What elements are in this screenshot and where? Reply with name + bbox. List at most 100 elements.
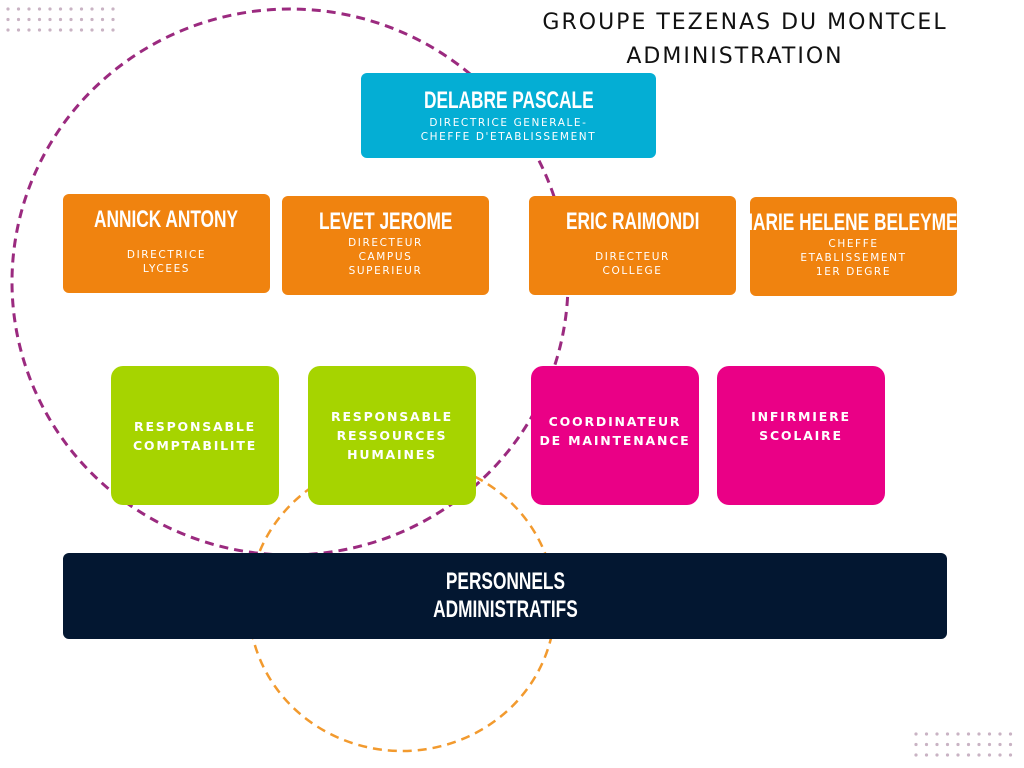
head-role-line: 1ER DEGRE: [815, 266, 892, 278]
head-role-line: CHEFFE: [828, 238, 879, 250]
staff-label-line: PERSONNELS: [445, 568, 565, 595]
decor-dot: [27, 28, 31, 32]
decor-dot: [111, 7, 115, 11]
head-role: CHEFFE ETABLISSEMENT 1ER DEGRE: [800, 237, 906, 279]
decor-dot: [935, 742, 939, 747]
decor-dot: [956, 732, 960, 736]
decor-dot: [48, 7, 52, 11]
decor-dot: [987, 732, 992, 736]
decor-dot: [100, 17, 105, 22]
page-subtitle: ADMINISTRATION: [626, 44, 844, 69]
head-role: DIRECTEUR COLLEGE: [595, 250, 670, 278]
head-name: ANNICK ANTONY: [94, 206, 239, 233]
decor-dot: [966, 732, 971, 736]
decor-dot: [966, 753, 971, 757]
decor-dot: [90, 28, 94, 32]
director-name: DELABRE PASCALE: [423, 87, 594, 114]
head-role-line: DIRECTRICE: [126, 249, 207, 261]
decor-dot: [90, 7, 94, 11]
decor-dot: [37, 28, 42, 32]
service-label-line: SCOLAIRE: [759, 427, 843, 443]
head-box-college: ERIC RAIMONDI DIRECTEUR COLLEGE: [529, 196, 736, 295]
staff-box: PERSONNELS ADMINISTRATIFS: [63, 553, 947, 639]
dot-pattern-bottom-right: [914, 732, 1013, 757]
decor-dot: [69, 17, 73, 22]
service-tile-school-nurse: INFIRMIERE SCOLAIRE: [717, 366, 885, 505]
staff-label-line: ADMINISTRATIFS: [432, 596, 578, 623]
decor-dot: [924, 753, 929, 757]
service-label-line: HUMAINES: [347, 447, 437, 462]
decor-dot: [16, 28, 21, 32]
decor-dot: [935, 732, 939, 736]
director-role-line: CHEFFE D'ETABLISSEMENT: [420, 131, 597, 143]
decor-dot: [100, 7, 105, 11]
service-tile-accounting: RESPONSABLE COMPTABILITE: [111, 366, 279, 505]
decor-dot: [111, 28, 115, 32]
head-role-line: SUPERIEUR: [348, 265, 423, 277]
decor-dot: [58, 17, 63, 22]
decor-dot: [1008, 742, 1013, 747]
service-label-line: RESPONSABLE: [134, 418, 256, 434]
decor-dot: [956, 742, 960, 747]
decor-dot: [977, 753, 981, 757]
decor-dot: [100, 28, 105, 32]
decor-dot: [935, 753, 939, 757]
decor-dot: [987, 753, 992, 757]
decor-dot: [977, 732, 981, 736]
decor-dot: [79, 17, 84, 22]
head-name: ERIC RAIMONDI: [565, 208, 700, 235]
decor-dot: [966, 742, 971, 747]
staff-label: PERSONNELS ADMINISTRATIFS: [433, 568, 578, 624]
decor-dot: [27, 7, 31, 11]
service-label-line: COORDINATEUR: [548, 413, 682, 429]
decor-dot: [924, 732, 929, 736]
decor-dot: [111, 17, 115, 22]
decor-dot: [956, 753, 960, 757]
service-label-line: RESSOURCES: [336, 428, 448, 443]
head-role-line: LYCEES: [142, 263, 191, 275]
decor-dot: [914, 732, 918, 736]
decor-dot: [1008, 753, 1013, 757]
decor-dot: [48, 28, 52, 32]
service-label: COORDINATEUR DE MAINTENANCE: [539, 412, 690, 450]
head-role-line: DIRECTEUR: [348, 237, 423, 249]
decor-dot: [69, 28, 73, 32]
head-name: LEVET JEROME: [318, 208, 453, 235]
head-role-line: COLLEGE: [602, 265, 663, 277]
head-role-line: DIRECTEUR: [595, 251, 670, 263]
decor-dot: [37, 17, 42, 22]
decor-dot: [69, 7, 73, 11]
decor-dot: [79, 28, 84, 32]
decor-dot: [945, 753, 950, 757]
decor-dot: [79, 7, 84, 11]
decor-dot: [914, 742, 918, 747]
decor-dot: [58, 28, 63, 32]
decor-dot: [987, 742, 992, 747]
head-role: DIRECTRICE LYCEES: [127, 248, 206, 276]
dot-pattern-top-left: [6, 7, 115, 32]
decor-dot: [924, 742, 929, 747]
decor-dot: [16, 7, 21, 11]
director-role: DIRECTRICE GENERALE- CHEFFE D'ETABLISSEM…: [421, 116, 597, 144]
decor-dot: [945, 732, 950, 736]
head-role-line: ETABLISSEMENT: [800, 252, 907, 264]
service-label: RESPONSABLE COMPTABILITE: [133, 417, 257, 455]
decor-dot: [945, 742, 950, 747]
decor-dot: [6, 28, 10, 32]
decor-dot: [58, 7, 63, 11]
decor-dot: [914, 753, 918, 757]
decor-dot: [27, 17, 31, 22]
head-box-first-degree: MARIE HELENE BELEYMET CHEFFE ETABLISSEME…: [739, 197, 968, 296]
page-title: GROUPE TEZENAS DU MONTCEL: [542, 10, 948, 35]
head-role: DIRECTEUR CAMPUS SUPERIEUR: [348, 236, 423, 278]
service-tile-maintenance: COORDINATEUR DE MAINTENANCE: [531, 366, 699, 505]
service-label-line: DE MAINTENANCE: [539, 432, 691, 448]
service-label: RESPONSABLE RESSOURCES HUMAINES: [331, 407, 453, 464]
head-name: MARIE HELENE BELEYMET: [738, 209, 969, 236]
service-label-line: RESPONSABLE: [331, 409, 453, 424]
service-label-line: INFIRMIERE: [751, 408, 851, 424]
decor-dot: [998, 742, 1002, 747]
decor-dot: [977, 742, 981, 747]
decor-dot: [998, 753, 1002, 757]
